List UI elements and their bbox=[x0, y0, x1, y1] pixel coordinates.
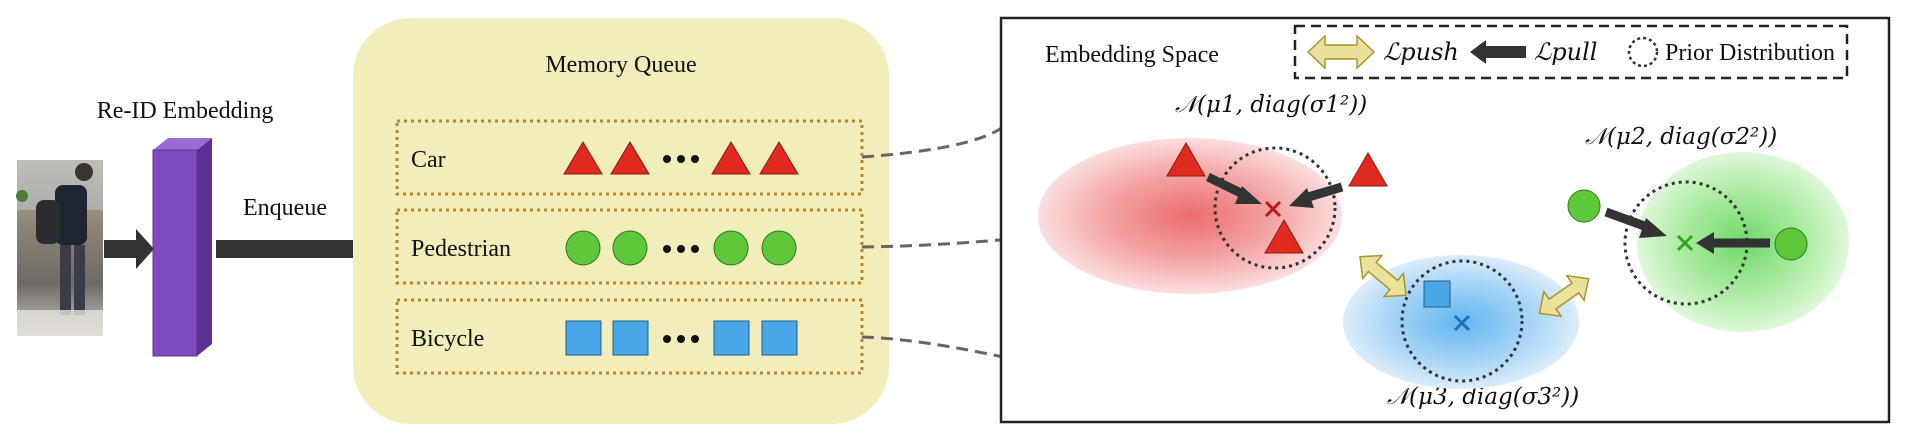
pedestrian-circle bbox=[761, 230, 797, 266]
bicycle-sample bbox=[1423, 280, 1451, 308]
car-sample bbox=[1166, 141, 1206, 177]
reid-section: Re-ID Embedding Enqueue bbox=[16, 98, 382, 357]
legend: ℒpush ℒpull Prior Distribution bbox=[1293, 24, 1849, 80]
ellipsis-dot bbox=[663, 245, 671, 253]
dist-label-bicycle: 𝒩(μ3, diag(σ3²)) bbox=[1387, 384, 1579, 410]
push-arrow-icon bbox=[1306, 34, 1376, 70]
pedestrian-circle bbox=[565, 230, 601, 266]
push-arrow-bicycle-pedestrian bbox=[1538, 274, 1590, 318]
ellipsis-dot bbox=[691, 245, 699, 253]
ellipsis-dot bbox=[663, 155, 671, 163]
pedestrian-sample bbox=[1567, 189, 1601, 223]
queue-row-bicycle-border bbox=[395, 298, 864, 375]
bicycle-mean-marker bbox=[1453, 314, 1471, 332]
queue-row-car: Car bbox=[395, 119, 864, 196]
push-arrow-car-bicycle bbox=[1359, 254, 1407, 298]
reid-embedding-block bbox=[152, 138, 212, 357]
ellipsis-dot bbox=[677, 155, 685, 163]
bicycle-square bbox=[713, 320, 750, 356]
pull-arrow bbox=[1604, 207, 1667, 238]
car-distribution-cloud bbox=[1038, 138, 1342, 294]
embedding-space-title: Embedding Space bbox=[1045, 42, 1219, 68]
pull-arrow-icon bbox=[1470, 40, 1486, 64]
bicycle-square bbox=[565, 320, 602, 356]
car-mean-marker bbox=[1264, 200, 1282, 218]
car-triangle bbox=[759, 141, 799, 175]
ellipsis-dot bbox=[677, 335, 685, 343]
pull-arrow-shaft bbox=[1486, 46, 1526, 58]
memory-queue-title: Memory Queue bbox=[545, 52, 696, 78]
legend-frame bbox=[1293, 24, 1849, 80]
car-triangle bbox=[563, 141, 603, 175]
pull-arrow bbox=[1289, 182, 1344, 208]
queue-row-bicycle-label: Bicycle bbox=[411, 326, 484, 352]
bicycle-square bbox=[761, 320, 798, 356]
memory-queue-background bbox=[353, 18, 889, 424]
pedestrian-sample bbox=[1774, 227, 1808, 261]
embedding-space: Embedding Space ℒpush ℒpull Prior Distri… bbox=[999, 16, 1891, 424]
bicycle-connector bbox=[861, 335, 1371, 398]
legend-pull-label: ℒpull bbox=[1534, 38, 1597, 66]
arrow-photo-to-embedding bbox=[104, 229, 154, 269]
car-prior-circle bbox=[1213, 146, 1337, 270]
ellipsis-dot bbox=[677, 245, 685, 253]
pedestrian-circle bbox=[612, 230, 648, 266]
car-sample bbox=[1348, 151, 1388, 187]
queue-row-pedestrian-label: Pedestrian bbox=[411, 236, 511, 262]
legend-push-label: ℒpush bbox=[1383, 38, 1459, 66]
ellipsis-dot bbox=[691, 335, 699, 343]
queue-row-pedestrian-border bbox=[395, 208, 864, 285]
car-sample bbox=[1264, 218, 1304, 254]
bicycle-prior-circle bbox=[1400, 259, 1524, 383]
reid-embedding-title: Re-ID Embedding bbox=[97, 98, 274, 124]
queue-row-bicycle: Bicycle bbox=[395, 298, 864, 375]
queue-row-pedestrian: Pedestrian bbox=[395, 208, 864, 285]
pedestrian-connector bbox=[861, 234, 1046, 249]
dist-label-pedestrian: 𝒩(μ2, diag(σ2²)) bbox=[1585, 124, 1777, 150]
pedestrian-mean-marker bbox=[1676, 234, 1694, 252]
pedestrian-circle bbox=[713, 230, 749, 266]
ellipsis-dot bbox=[663, 335, 671, 343]
car-triangle bbox=[711, 141, 751, 175]
prior-circle-icon bbox=[1627, 36, 1659, 68]
queue-row-car-border bbox=[395, 119, 864, 196]
pedestrian-photo bbox=[16, 160, 103, 336]
legend-prior-label: Prior Distribution bbox=[1665, 40, 1835, 66]
enqueue-label: Enqueue bbox=[243, 195, 327, 221]
queue-row-car-label: Car bbox=[411, 147, 446, 173]
memory-queue: Memory Queue Car Pedestrian bbox=[353, 18, 889, 424]
pull-arrow bbox=[1696, 232, 1770, 254]
bicycle-square bbox=[612, 320, 649, 356]
pull-arrow bbox=[1206, 172, 1262, 204]
ellipsis-dot bbox=[691, 155, 699, 163]
dist-label-car: 𝒩(μ1, diag(σ1²)) bbox=[1175, 92, 1367, 118]
car-triangle bbox=[610, 141, 650, 175]
